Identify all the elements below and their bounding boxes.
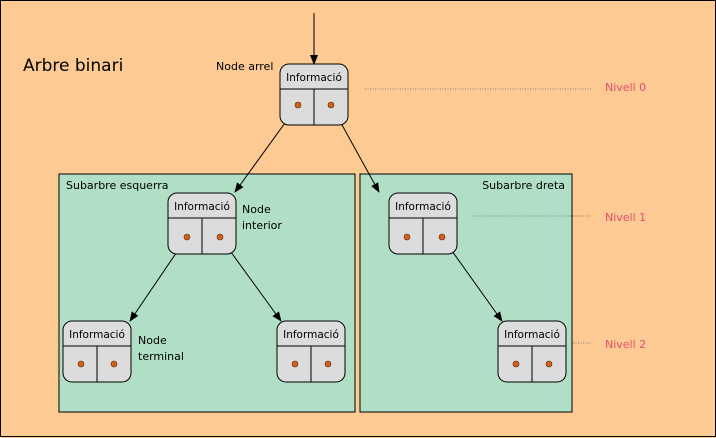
node-info-text: Informació <box>286 72 342 84</box>
interior-node-label-line1: Node <box>242 203 271 216</box>
interior-node-label-line2: interior <box>242 219 282 232</box>
node-info-text: Informació <box>504 329 560 341</box>
node-info-text: Informació <box>395 201 451 213</box>
terminal-node-label-line1: Node <box>138 334 167 347</box>
left-pointer-dot <box>294 101 302 109</box>
terminal-node-label-line2: terminal <box>138 350 184 363</box>
right-pointer-dot <box>110 360 118 368</box>
right-pointer-dot <box>545 360 553 368</box>
tree-node-right-child: Informació <box>388 192 458 255</box>
right-subtree-label: Subarbre dreta <box>482 179 565 192</box>
diagram-title: Arbre binari <box>23 56 123 76</box>
tree-node-right-right-leaf: Informació <box>497 320 567 383</box>
root-node-label: Node arrel <box>216 60 273 73</box>
tree-node-left-right-leaf: Informació <box>276 320 346 383</box>
right-pointer-dot <box>327 101 335 109</box>
node-info-text: Informació <box>174 201 230 213</box>
level-2-label: Nivell 2 <box>605 338 646 351</box>
left-pointer-dot <box>183 233 191 241</box>
tree-node-left-child: Informació <box>167 192 237 255</box>
level-1-label: Nivell 1 <box>605 211 646 224</box>
tree-node-root: Informació <box>279 63 349 126</box>
left-pointer-dot <box>77 360 85 368</box>
left-subtree-label: Subarbre esquerra <box>66 179 169 192</box>
node-info-text: Informació <box>69 329 125 341</box>
right-pointer-dot <box>438 233 446 241</box>
right-pointer-dot <box>216 233 224 241</box>
right-pointer-dot <box>324 360 332 368</box>
tree-node-left-left-leaf: Informació <box>62 320 132 383</box>
left-pointer-dot <box>403 233 411 241</box>
left-pointer-dot <box>291 360 299 368</box>
node-info-text: Informació <box>283 329 339 341</box>
level-0-label: Nivell 0 <box>605 81 646 94</box>
left-pointer-dot <box>512 360 520 368</box>
